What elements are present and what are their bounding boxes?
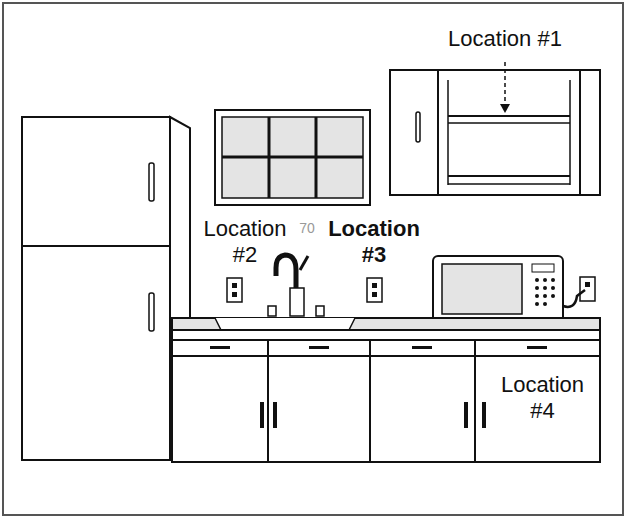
drawer-line	[172, 355, 600, 357]
cabinet-shelf	[448, 183, 570, 185]
power-cord	[563, 290, 585, 307]
microwave-window	[442, 264, 522, 314]
cabinet-door-edge	[579, 70, 581, 195]
upper-cabinet	[390, 70, 600, 195]
door-handle	[464, 402, 468, 428]
cabinet-shelf	[448, 115, 570, 117]
cabinet-shelf	[448, 175, 570, 177]
faucet-base	[290, 288, 304, 316]
window-frame	[215, 110, 370, 205]
location-label: Location #2	[190, 216, 300, 268]
cabinet-divider	[267, 340, 269, 462]
drawer-pull	[210, 346, 230, 349]
button	[543, 302, 547, 306]
location-label: Location #1	[440, 26, 570, 52]
fridge-handle	[149, 293, 154, 331]
microwave	[433, 256, 563, 323]
faucet-knob	[268, 306, 276, 316]
outlet-slot	[372, 292, 377, 297]
cabinet-door-edge	[437, 70, 439, 195]
button	[535, 286, 539, 290]
button	[551, 278, 555, 282]
button	[551, 286, 555, 290]
door-handle	[482, 402, 486, 428]
drawer-pull	[527, 346, 547, 349]
frame	[3, 3, 623, 515]
drawer-pull	[412, 346, 432, 349]
location-label: Location #3	[318, 216, 430, 268]
microwave-display	[532, 264, 554, 272]
arrow-head	[500, 104, 510, 113]
fridge-handle	[149, 163, 154, 201]
button	[543, 294, 547, 298]
outlet	[227, 278, 242, 302]
lower-cabinets	[172, 340, 600, 462]
cabinet-shelf	[448, 122, 570, 124]
faucet-knob	[316, 306, 324, 316]
window-mullion	[222, 156, 363, 159]
door-handle	[260, 402, 264, 428]
button	[551, 294, 555, 298]
cabinet-interior	[447, 80, 449, 185]
outlet-slot	[232, 292, 237, 297]
leader-arrow	[504, 62, 506, 106]
fridge-split	[22, 245, 170, 247]
location-label: Location #4	[490, 372, 595, 424]
button	[535, 302, 539, 306]
cabinet-divider	[474, 340, 476, 462]
fridge-body	[22, 117, 170, 460]
button	[543, 278, 547, 282]
outlet-slot	[372, 283, 377, 288]
outlet	[367, 278, 382, 302]
outlet	[580, 277, 595, 301]
counter-edge	[172, 330, 600, 340]
cabinet-divider	[369, 340, 371, 462]
button	[543, 286, 547, 290]
button	[535, 294, 539, 298]
button	[535, 278, 539, 282]
watermark-number: 70	[296, 220, 318, 237]
faucet-lever	[300, 256, 308, 270]
microwave-buttons	[535, 278, 555, 306]
drawer-pull	[309, 346, 329, 349]
outlet-slot	[585, 282, 590, 287]
cabinet-handle	[416, 112, 420, 142]
outlet-slot	[232, 283, 237, 288]
window-glass	[222, 117, 363, 198]
door-handle	[273, 402, 277, 428]
cabinet-interior	[569, 80, 571, 185]
